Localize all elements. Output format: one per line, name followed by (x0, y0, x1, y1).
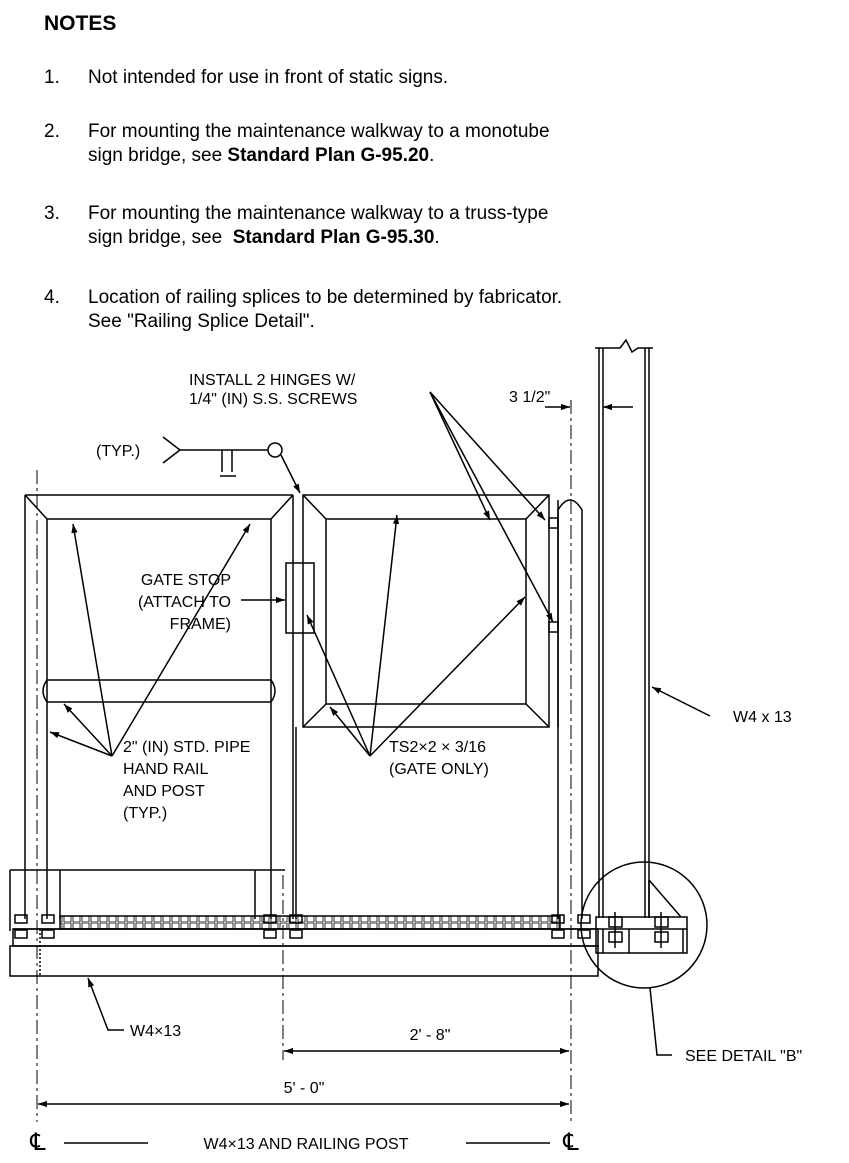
hinge-leaders (429, 391, 554, 623)
walkway-grating (59, 915, 561, 930)
bolt (608, 912, 623, 948)
drawing-labels: INSTALL 2 HINGES W/ 1/4" (IN) S.S. SCREW… (29, 372, 802, 1156)
walkway-bolts (14, 914, 591, 939)
pipe-label-line-4: (TYP.) (123, 805, 167, 822)
pipe-leaders (49, 523, 251, 757)
note-text: For mounting the maintenance walkway to … (88, 120, 828, 168)
left-hand-railing (24, 494, 294, 919)
hinges-label-line-1: INSTALL 2 HINGES W/ (189, 372, 356, 389)
note-text: Not intended for use in front of static … (88, 67, 449, 88)
note-text: Location of railing splices to be determ… (88, 286, 828, 334)
column-leader (651, 686, 711, 717)
detail-b-leader (649, 987, 672, 1056)
walkway-beam (9, 869, 599, 977)
centerline-label: W4×13 AND RAILING POST (204, 1136, 409, 1153)
gate-stop-label-line-3: FRAME) (170, 616, 231, 633)
notes-title: NOTES (44, 12, 117, 35)
note-number: 1. (44, 67, 60, 88)
note-number: 3. (44, 203, 60, 224)
gate-stop-label-line-2: (ATTACH TO (138, 594, 231, 611)
bolt (289, 914, 303, 939)
note-text: For mounting the maintenance walkway to … (88, 202, 828, 250)
pipe-label-line-2: HAND RAIL (123, 761, 208, 778)
typ-label: (TYP.) (96, 443, 140, 460)
walkway-gate (285, 494, 559, 919)
bolt (41, 914, 55, 939)
note-text-segment: sign bridge, see (88, 227, 233, 248)
gate-tube-label-line-1: TS2×2 × 3/16 (389, 739, 486, 756)
note-number: 4. (44, 287, 60, 308)
gate-tube-leaders (306, 514, 526, 757)
middle-rail (42, 679, 276, 703)
pipe-label-line-3: AND POST (123, 783, 205, 800)
bolt (551, 914, 565, 939)
weld-symbol (162, 436, 301, 494)
standard-plan-reference: Standard Plan G-95.30 (232, 227, 435, 248)
column-base-connection (580, 861, 708, 989)
note-line: sign bridge, see Standard Plan G-95.30. (88, 226, 828, 250)
dimension-3-5-label: 3 1/2" (509, 389, 550, 406)
note-line: For mounting the maintenance walkway to … (88, 203, 549, 224)
column-label: W4 x 13 (733, 709, 792, 726)
gate-tube-label-line-2: (GATE ONLY) (389, 761, 489, 778)
note-line: See "Railing Splice Detail". (88, 311, 315, 332)
hinges-label-line-2: 1/4" (IN) S.S. SCREWS (189, 391, 357, 408)
hinge (548, 621, 559, 633)
note-line: Location of railing splices to be determ… (88, 287, 563, 308)
gate-stop-label-line-1: GATE STOP (141, 572, 231, 589)
hinge (548, 517, 559, 529)
centerline-symbol-left: ℄ (29, 1129, 46, 1156)
pipe-label-line-1: 2" (IN) STD. PIPE (123, 739, 250, 756)
gate-stop (285, 562, 315, 634)
centerline-symbol-right: ℄ (562, 1129, 579, 1156)
detail-b-circle (580, 861, 708, 989)
note-text-segment: . (429, 145, 435, 166)
w4x13-column (595, 338, 653, 918)
centerlines (36, 400, 572, 1122)
bolt (14, 914, 28, 939)
standard-plan-reference: Standard Plan G-95.20 (227, 145, 430, 166)
note-line: For mounting the maintenance walkway to … (88, 121, 550, 142)
dimension-2-8-label: 2' - 8" (410, 1027, 451, 1044)
right-railing-post (557, 499, 583, 919)
bolt (263, 914, 277, 939)
beam-leader (87, 977, 124, 1031)
bolt (577, 914, 591, 939)
note-text-segment: sign bridge, see (88, 145, 228, 166)
note-line: sign bridge, see Standard Plan G-95.20. (88, 144, 828, 168)
bolt (654, 912, 669, 948)
dimension-5-0-label: 5' - 0" (284, 1080, 325, 1097)
note-text-segment: . (434, 227, 440, 248)
detail-b-label: SEE DETAIL "B" (685, 1048, 802, 1065)
note-number: 2. (44, 121, 60, 142)
beam-label: W4×13 (130, 1023, 181, 1040)
